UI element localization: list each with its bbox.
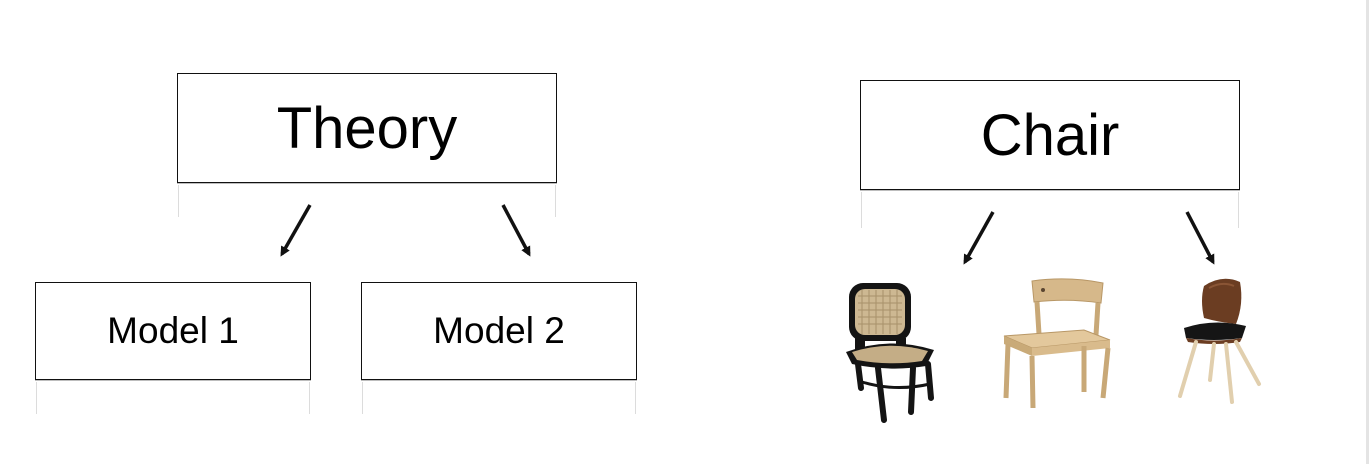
oak-wood-chair-image <box>1003 278 1111 409</box>
model-2-box: Model 2 <box>361 282 637 380</box>
model-1-box: Model 1 <box>35 282 311 380</box>
walnut-shell-chair-image <box>1178 278 1261 404</box>
model-2-label: Model 2 <box>433 310 565 351</box>
chair-box: Chair <box>860 80 1240 190</box>
arrow-to-model-2 <box>501 204 531 257</box>
theory-label: Theory <box>276 95 458 161</box>
chair-box-reflection <box>861 192 1239 228</box>
theory-box: Theory <box>177 73 557 183</box>
model-1-label: Model 1 <box>107 310 239 351</box>
page-edge <box>1366 0 1369 464</box>
model-2-box-reflection <box>362 382 636 414</box>
arrow-to-chair-right <box>1185 211 1215 265</box>
arrow-to-model-1 <box>280 204 312 257</box>
model-1-box-reflection <box>36 382 310 414</box>
arrow-to-chair-left <box>963 211 995 265</box>
cane-back-chair-image <box>846 283 934 423</box>
theory-box-reflection <box>178 185 556 217</box>
chair-label: Chair <box>980 102 1120 168</box>
